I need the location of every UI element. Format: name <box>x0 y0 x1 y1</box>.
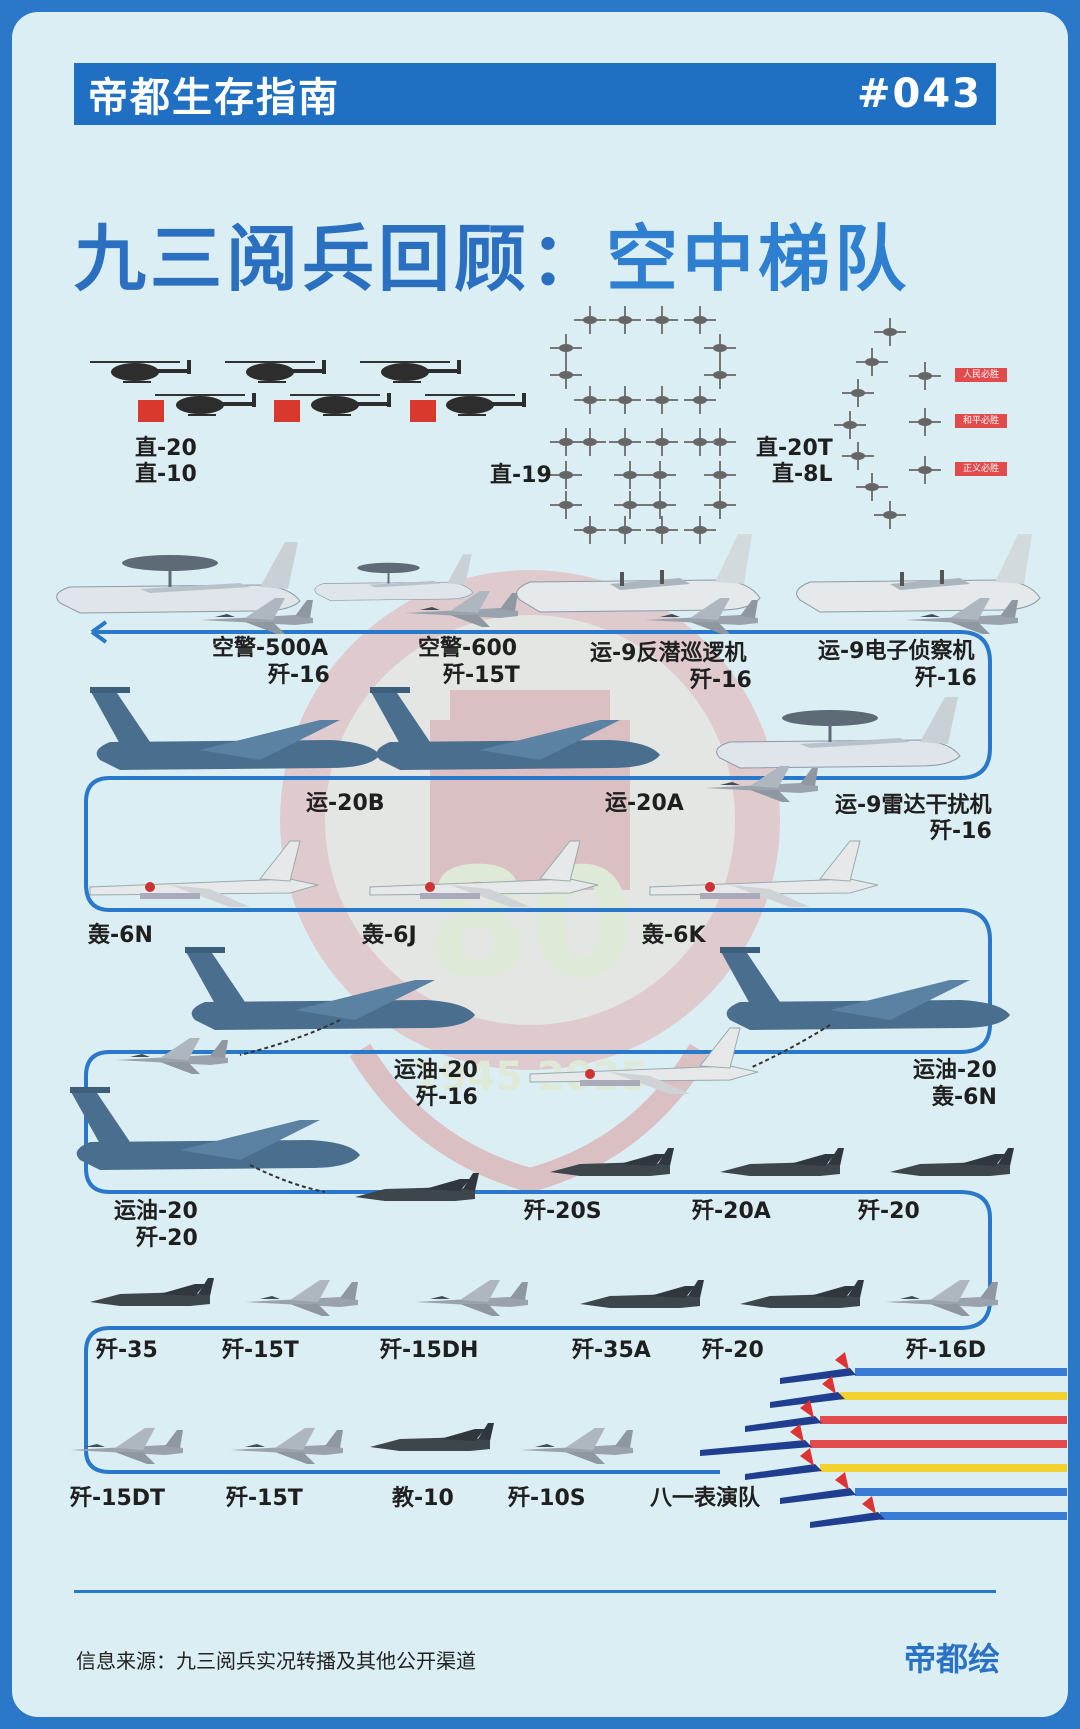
label-zhi19: 直-19 <box>490 463 552 488</box>
issue-number: #043 <box>856 71 982 117</box>
label-h6k: 轰-6K <box>642 923 706 948</box>
brand-title: 帝都生存指南 <box>88 75 340 121</box>
label-j20a: 歼-20A <box>692 1199 771 1224</box>
flag <box>274 400 300 422</box>
header-bar: 帝都生存指南 #043 <box>74 63 996 125</box>
label-j35a: 歼-35A <box>572 1338 651 1363</box>
flag <box>138 400 164 422</box>
label-kj500a: 空警-500A <box>212 636 329 661</box>
title-part-2: 空中梯队 <box>606 217 911 301</box>
row-helicopters <box>89 359 527 422</box>
label-j16-c: 歼-16 <box>915 666 977 691</box>
label-yy20-a: 运油-20 <box>394 1058 478 1083</box>
emblem-number: 80 <box>426 837 635 1011</box>
label-j15dh: 歼-15DH <box>380 1338 479 1363</box>
label-y9-asw: 运-9反潜巡逻机 <box>590 641 747 666</box>
label-h6n-b: 轰-6N <box>932 1085 997 1110</box>
bayi-aerobatic-team <box>700 1352 1067 1528</box>
flag <box>410 400 436 422</box>
label-j16-b: 歼-16 <box>690 668 752 693</box>
helicopter-arc-formation <box>833 317 942 530</box>
label-y9-radar: 运-9雷达干扰机 <box>835 793 992 818</box>
label-h6n: 轰-6N <box>88 923 153 948</box>
label-y20a: 运-20A <box>605 791 684 816</box>
title-part-1: 九三阅兵回顾： <box>74 217 607 301</box>
label-j16-e: 歼-16 <box>416 1085 478 1110</box>
label-j20-b: 歼-20 <box>858 1199 920 1224</box>
label-zhi10: 直-10 <box>135 462 197 487</box>
label-j15t-b: 歼-15T <box>222 1338 299 1363</box>
label-jl10: 教-10 <box>392 1486 454 1511</box>
row-tankers <box>115 950 1010 1095</box>
label-j16d: 歼-16D <box>906 1338 987 1363</box>
badge-justice: 正义必胜 <box>955 462 1007 476</box>
label-yy20-b: 运油-20 <box>913 1058 997 1083</box>
poster-card <box>12 12 1068 1717</box>
label-zhi20t: 直-20T <box>756 436 833 461</box>
route-line <box>84 620 992 1474</box>
label-y20b: 运-20B <box>306 791 385 816</box>
label-y9-elint: 运-9电子侦察机 <box>818 639 975 664</box>
label-bayi: 八一表演队 <box>650 1486 761 1511</box>
footer-divider <box>74 1590 996 1593</box>
label-j35: 歼-35 <box>96 1338 158 1363</box>
label-j16-d: 歼-16 <box>930 819 992 844</box>
signature: 帝都绘 <box>903 1640 1000 1678</box>
label-zhi8l: 直-8L <box>772 462 833 487</box>
row-carrier-fighters <box>90 1278 998 1316</box>
label-kj600: 空警-600 <box>418 636 518 661</box>
source-note: 信息来源：九三阅兵实况转播及其他公开渠道 <box>76 1649 476 1673</box>
label-h6j: 轰-6J <box>362 923 417 948</box>
label-j20-a: 歼-20 <box>136 1226 198 1251</box>
badge-people: 人民必胜 <box>955 368 1007 382</box>
badge-peace: 和平必胜 <box>955 414 1007 428</box>
helicopter-80-formation <box>549 305 737 545</box>
row-stealth <box>70 1090 1014 1201</box>
label-j20s: 歼-20S <box>524 1199 602 1224</box>
label-j15t-c: 歼-15T <box>226 1486 303 1511</box>
label-j20-c: 歼-20 <box>702 1338 764 1363</box>
label-yy20-c: 运油-20 <box>114 1199 198 1224</box>
label-j15t-a: 歼-15T <box>443 663 520 688</box>
label-j16-a: 歼-16 <box>268 663 330 688</box>
page-title: 九三阅兵回顾：空中梯队 <box>74 200 910 305</box>
label-j10s: 歼-10S <box>508 1486 586 1511</box>
row-trainers <box>70 1423 633 1464</box>
label-j15dt: 歼-15DT <box>70 1486 166 1511</box>
emblem-watermark: 80 1945 2025 <box>280 570 780 1193</box>
label-zhi20: 直-20 <box>135 436 197 461</box>
